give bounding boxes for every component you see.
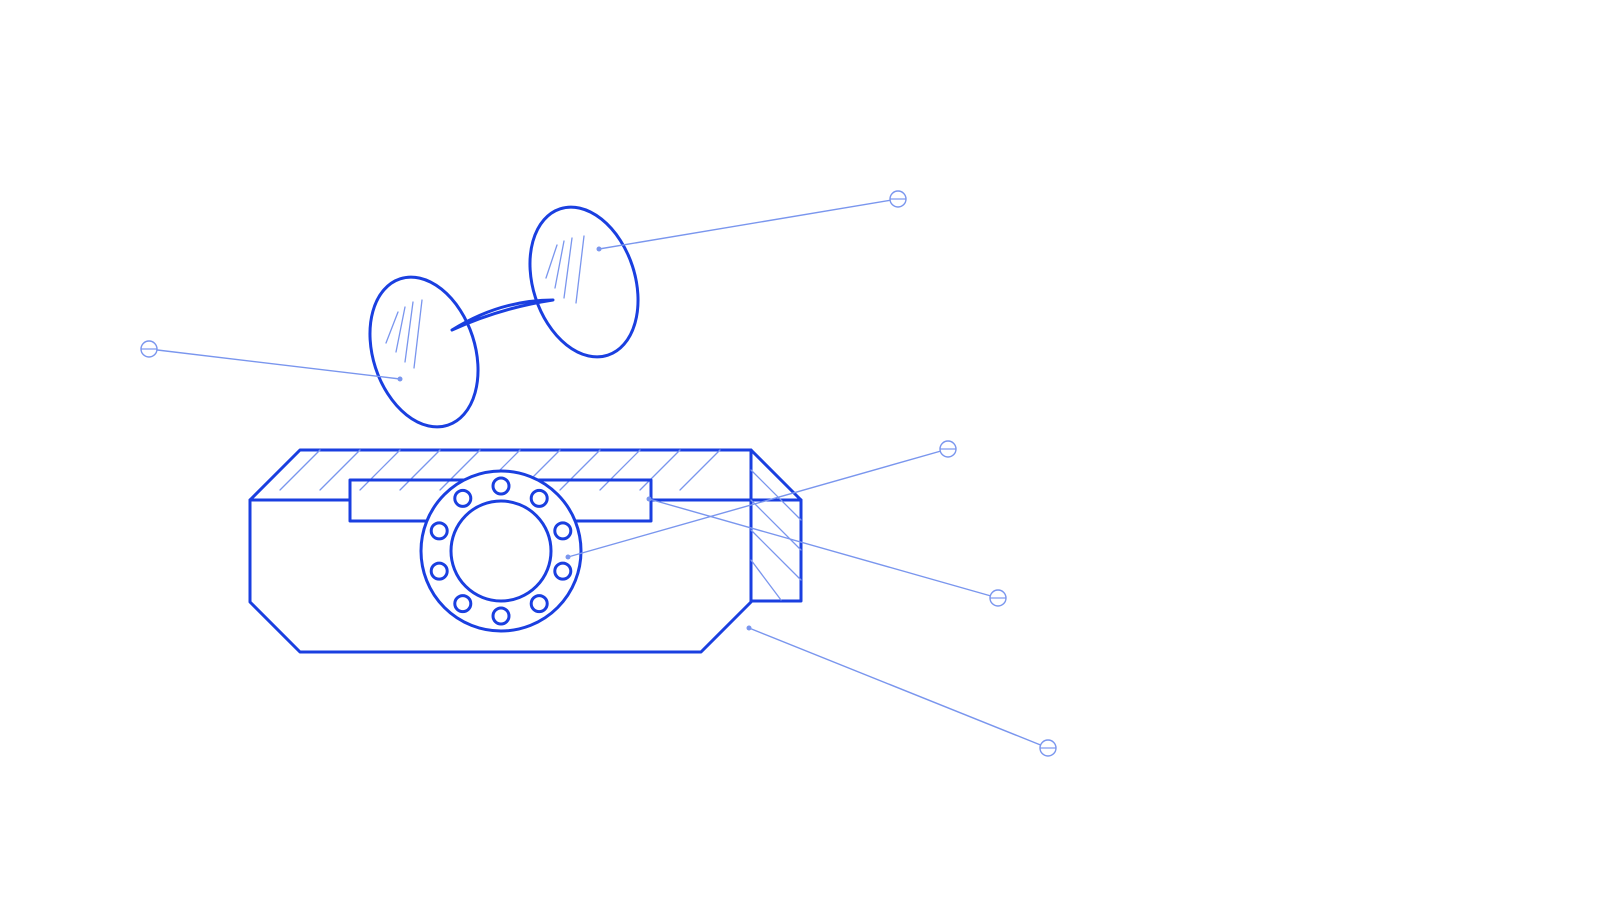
hatch-line — [559, 449, 601, 491]
bearing-ball — [491, 476, 511, 496]
leader-anchor-dot — [596, 246, 602, 252]
bearing-ball — [529, 594, 549, 614]
hatch-line — [639, 449, 681, 491]
leader-anchor-dot — [397, 376, 403, 382]
hatch-line — [319, 449, 361, 491]
callout-left-lens — [140, 340, 403, 382]
glasses-bridge — [450, 298, 555, 332]
hatch-line — [750, 469, 802, 521]
bearing-ball — [429, 561, 449, 581]
right-lens — [528, 205, 640, 359]
right-lens-glare — [545, 235, 585, 304]
leader-line — [598, 198, 899, 250]
hatch-line — [439, 449, 481, 491]
callout-slot — [646, 496, 1007, 607]
hatch-line — [750, 529, 802, 581]
bearing-ball — [491, 606, 511, 626]
side-block-hatch — [750, 469, 802, 601]
bearing-outer-ring — [419, 469, 583, 633]
bearing-ball — [453, 594, 473, 614]
hatch-line — [750, 559, 782, 601]
callout-leaders — [140, 190, 1057, 757]
callout-right-lens — [596, 190, 907, 252]
bearing-ball — [529, 488, 549, 508]
bearing-inner-ring — [449, 499, 553, 603]
bearing-ball — [553, 561, 573, 581]
hatch-line — [679, 449, 721, 491]
callout-bearing — [565, 440, 957, 560]
leader-anchor-dot — [646, 496, 652, 502]
hatch-line — [399, 449, 441, 491]
hatch-line — [359, 449, 401, 491]
leader-line — [148, 348, 401, 380]
callout-housing — [746, 625, 1057, 757]
bearing-ball — [553, 521, 573, 541]
left-lens — [368, 275, 480, 429]
hatch-line — [750, 499, 802, 551]
leader-anchor-dot — [746, 625, 752, 631]
left-lens-glare — [385, 299, 423, 369]
leader-line — [648, 498, 999, 599]
bearing-balls — [429, 476, 573, 626]
eyeglasses — [368, 205, 640, 429]
hatch-line — [279, 449, 321, 491]
hatch-line — [599, 449, 641, 491]
bearing-ball — [429, 521, 449, 541]
leader-line — [748, 627, 1049, 749]
bearing-ball — [453, 488, 473, 508]
lens-case — [248, 448, 803, 654]
leader-anchor-dot — [565, 554, 571, 560]
leader-line — [567, 448, 949, 558]
